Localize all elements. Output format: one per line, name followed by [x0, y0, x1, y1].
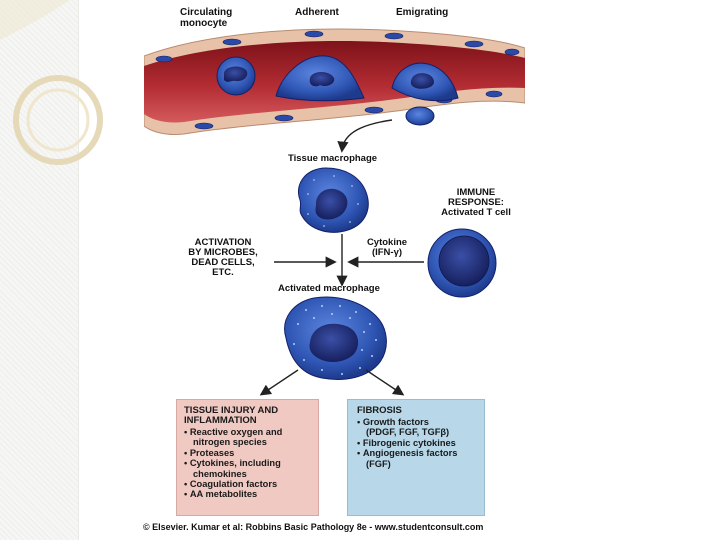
diagram-graphics — [144, 28, 525, 396]
decorative-rings — [0, 0, 103, 165]
list-item: Coagulation factors — [184, 479, 312, 489]
label-tissue-macrophage: Tissue macrophage — [288, 153, 378, 164]
corner-shape — [0, 0, 70, 40]
list-item: Angiogenesis factors (FGF) — [357, 448, 478, 469]
list-item: Fibrogenic cytokines — [357, 438, 478, 448]
label-adherent: Adherent — [295, 7, 339, 18]
tissue-injury-list: Reactive oxygen and nitrogen species Pro… — [184, 427, 312, 500]
list-item: Cytokines, including chemokines — [184, 458, 312, 479]
emigrating-monocyte — [391, 62, 459, 126]
label-immune-response: IMMUNE RESPONSE: Activated T cell — [441, 187, 511, 218]
arrow-emigration — [337, 119, 393, 153]
label-emigrating: Emigrating — [396, 7, 449, 18]
label-activated-macrophage: Activated macrophage — [278, 283, 380, 294]
label-activation: ACTIVATION BY MICROBES, DEAD CELLS, ETC. — [188, 237, 258, 278]
list-item: AA metabolites — [184, 489, 312, 499]
copyright-caption: © Elsevier. Kumar et al: Robbins Basic P… — [143, 522, 484, 532]
fibrosis-box: FIBROSIS Growth factors (PDGF, FGF, TGFβ… — [347, 399, 485, 516]
tissue-injury-title: TISSUE INJURY AND INFLAMMATION — [184, 405, 279, 426]
fibrosis-list: Growth factors (PDGF, FGF, TGFβ) Fibroge… — [357, 417, 478, 469]
circulating-monocyte — [216, 56, 256, 96]
tissue-macrophage-cell — [298, 167, 369, 233]
activated-macrophage-cell — [284, 296, 387, 380]
label-cytokine: Cytokine (IFN-γ) — [366, 237, 408, 258]
ring-inner — [26, 88, 90, 152]
blood-vessel — [144, 28, 525, 135]
macrophage-diagram: Circulating monocyte Adherent Emigrating… — [144, 7, 525, 516]
list-item: Reactive oxygen and nitrogen species — [184, 427, 312, 448]
list-item: Growth factors (PDGF, FGF, TGFβ) — [357, 417, 478, 438]
label-circulating-monocyte: Circulating monocyte — [180, 7, 233, 29]
tissue-injury-box: TISSUE INJURY AND INFLAMMATION Reactive … — [176, 399, 319, 516]
arrow-to-fibrosis — [365, 369, 405, 396]
fibrosis-title: FIBROSIS — [357, 405, 402, 416]
activated-t-cell — [427, 228, 497, 298]
list-item: Proteases — [184, 448, 312, 458]
ring-outer — [13, 75, 103, 165]
adherent-monocyte — [275, 55, 365, 102]
arrow-to-injury — [259, 369, 299, 396]
